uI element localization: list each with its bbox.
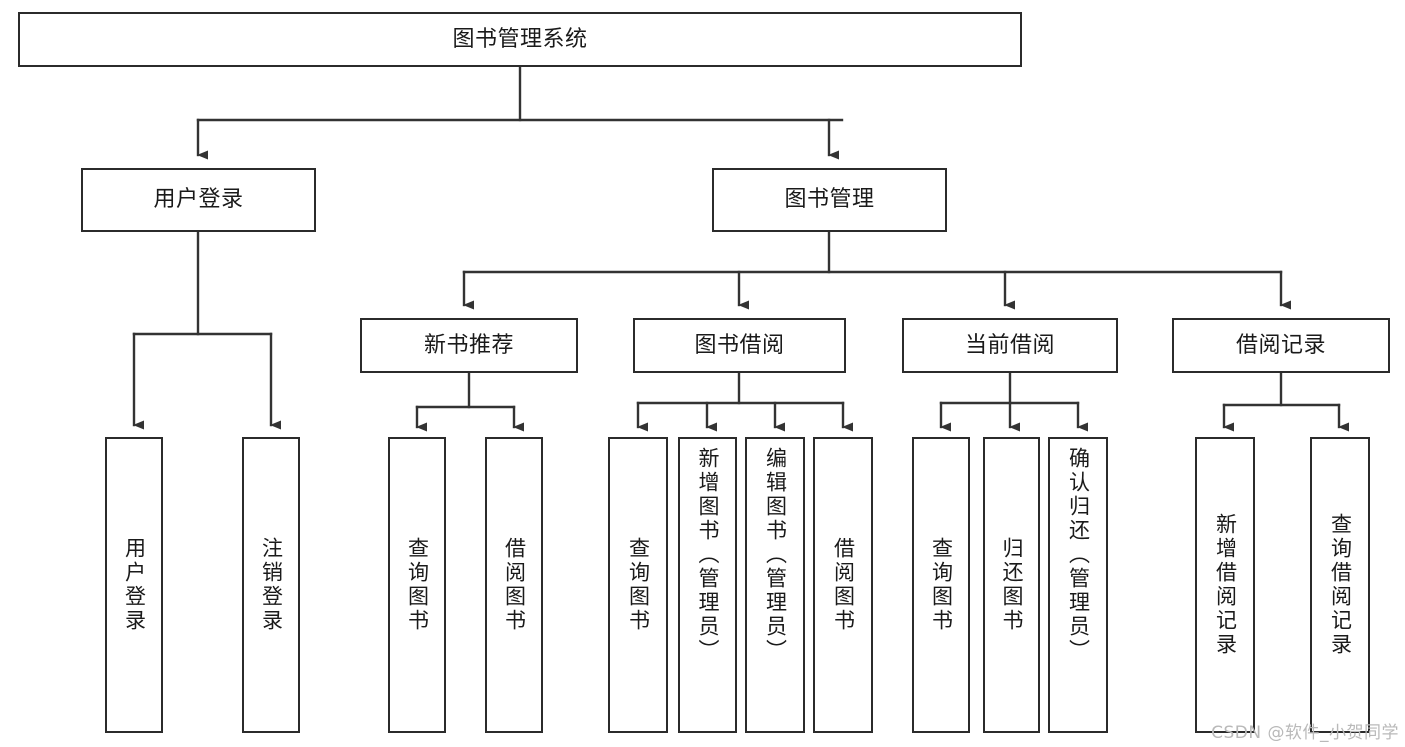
node-root-system-label: 图书管理系统: [452, 26, 588, 52]
node-borrow-record-label: 借阅记录: [1235, 332, 1326, 358]
node-new-book-recommend[interactable]: 新书推荐: [360, 318, 578, 373]
node-user-login[interactable]: 用户登录: [81, 168, 316, 232]
node-root-system[interactable]: 图书管理系统: [18, 12, 1022, 67]
node-book-borrow[interactable]: 图书借阅: [633, 318, 846, 373]
node-current-borrow-label: 当前借阅: [964, 332, 1055, 358]
node-new-book-recommend-label: 新书推荐: [423, 332, 514, 358]
leaf-user-login[interactable]: 用户登录: [105, 437, 163, 733]
leaf-logout-login[interactable]: 注销登录: [242, 437, 300, 733]
leaf-query-record[interactable]: 查询借阅记录: [1310, 437, 1370, 733]
leaf-query-book-1-label: 查询图书: [405, 537, 430, 633]
node-book-manage-label: 图书管理: [784, 187, 875, 213]
leaf-add-record-label: 新增借阅记录: [1213, 513, 1238, 657]
leaf-query-book-1[interactable]: 查询图书: [388, 437, 446, 733]
leaf-add-record[interactable]: 新增借阅记录: [1195, 437, 1255, 733]
leaf-query-book-2-label: 查询图书: [626, 537, 651, 633]
leaf-borrow-book-1[interactable]: 借阅图书: [485, 437, 543, 733]
leaf-query-book-3-label: 查询图书: [929, 537, 954, 633]
leaf-borrow-book-2-label: 借阅图书: [831, 537, 856, 633]
leaf-query-record-label: 查询借阅记录: [1328, 513, 1353, 657]
leaf-user-login-label: 用户登录: [122, 537, 147, 633]
leaf-return-book[interactable]: 归还图书: [983, 437, 1040, 733]
leaf-return-book-label: 归还图书: [1000, 537, 1024, 633]
node-borrow-record[interactable]: 借阅记录: [1172, 318, 1390, 373]
node-current-borrow[interactable]: 当前借阅: [902, 318, 1118, 373]
leaf-borrow-book-1-label: 借阅图书: [502, 537, 527, 633]
leaf-borrow-book-2[interactable]: 借阅图书: [813, 437, 873, 733]
leaf-logout-login-label: 注销登录: [259, 537, 284, 633]
leaf-add-book[interactable]: 新增图书（管理员）: [678, 437, 737, 733]
leaf-confirm-return[interactable]: 确认归还（管理员）: [1048, 437, 1108, 733]
leaf-query-book-3[interactable]: 查询图书: [912, 437, 970, 733]
watermark: CSDN @软件_小贺同学: [1211, 723, 1399, 743]
leaf-query-book-2[interactable]: 查询图书: [608, 437, 668, 733]
node-book-manage[interactable]: 图书管理: [712, 168, 947, 232]
leaf-edit-book[interactable]: 编辑图书（管理员）: [745, 437, 805, 733]
node-book-borrow-label: 图书借阅: [694, 332, 785, 358]
leaf-add-book-label: 新增图书（管理员）: [696, 447, 720, 663]
leaf-confirm-return-label: 确认归还（管理员）: [1066, 447, 1091, 663]
node-user-login-label: 用户登录: [153, 187, 244, 213]
leaf-edit-book-label: 编辑图书（管理员）: [763, 447, 788, 663]
